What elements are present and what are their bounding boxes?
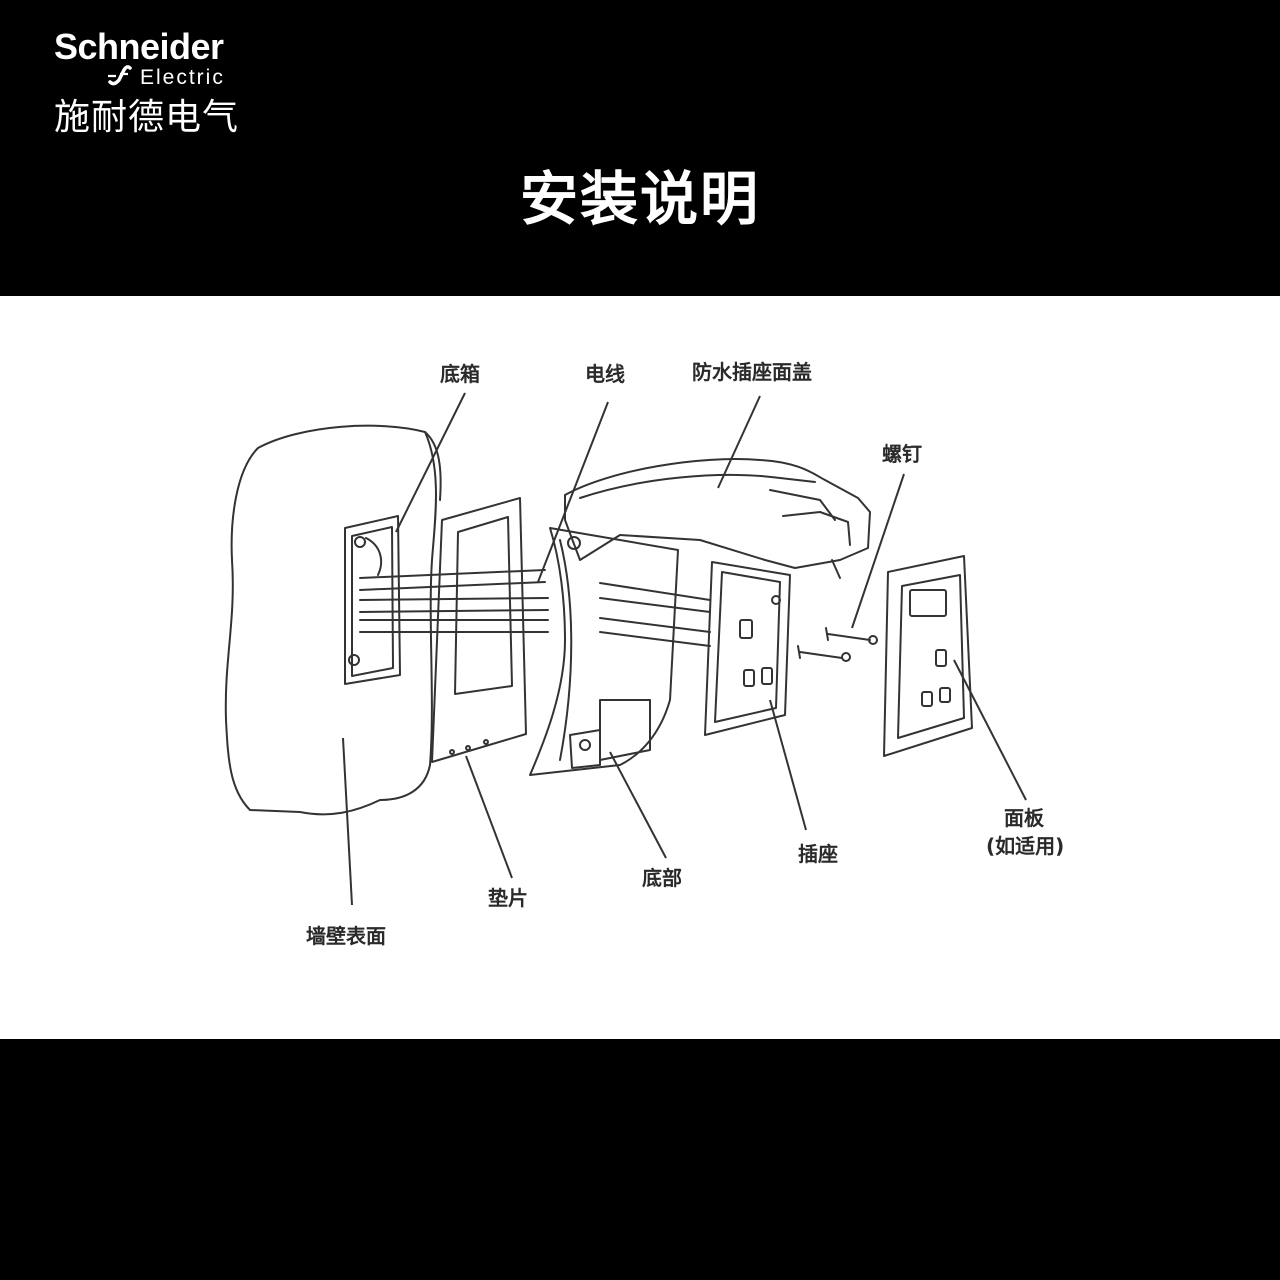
label-base: 底部 — [642, 866, 682, 890]
waterproof-cover-shape — [564, 458, 871, 569]
wall-surface-shape — [224, 424, 437, 816]
label-wire: 电线 — [585, 362, 625, 386]
label-wall-surface: 墙壁表面 — [306, 924, 386, 948]
base-shape — [529, 527, 679, 776]
base-box-shape — [344, 515, 401, 685]
label-panel: 面板 — [1004, 806, 1044, 830]
wire-bundle — [359, 569, 711, 647]
exploded-diagram — [224, 392, 1027, 906]
schneider-swirl-icon — [108, 65, 132, 86]
brand-name-en: Schneider — [54, 26, 224, 67]
screw-shapes — [797, 627, 878, 662]
brand-name-cn: 施耐德电气 — [54, 97, 240, 138]
label-gasket: 垫片 — [488, 886, 528, 910]
schneider-logo: Schneider Electric 施耐德电气 — [54, 26, 238, 139]
label-screw: 螺钉 — [882, 442, 922, 466]
page-title: 安装说明 — [519, 165, 760, 233]
brand-name-sub: Electric — [140, 66, 225, 89]
label-waterproof-cover: 防水插座面盖 — [692, 360, 812, 384]
label-panel-note: (如适用) — [986, 834, 1065, 858]
socket-shape — [704, 561, 791, 736]
gasket-shape — [431, 497, 527, 763]
panel-shape — [883, 555, 973, 757]
installation-diagram-panel: 底箱 电线 防水插座面盖 螺钉 墙壁表面 垫片 底部 插座 面板 (如适用) — [0, 296, 1280, 1039]
label-socket: 插座 — [798, 842, 838, 866]
label-base-box: 底箱 — [440, 362, 480, 386]
